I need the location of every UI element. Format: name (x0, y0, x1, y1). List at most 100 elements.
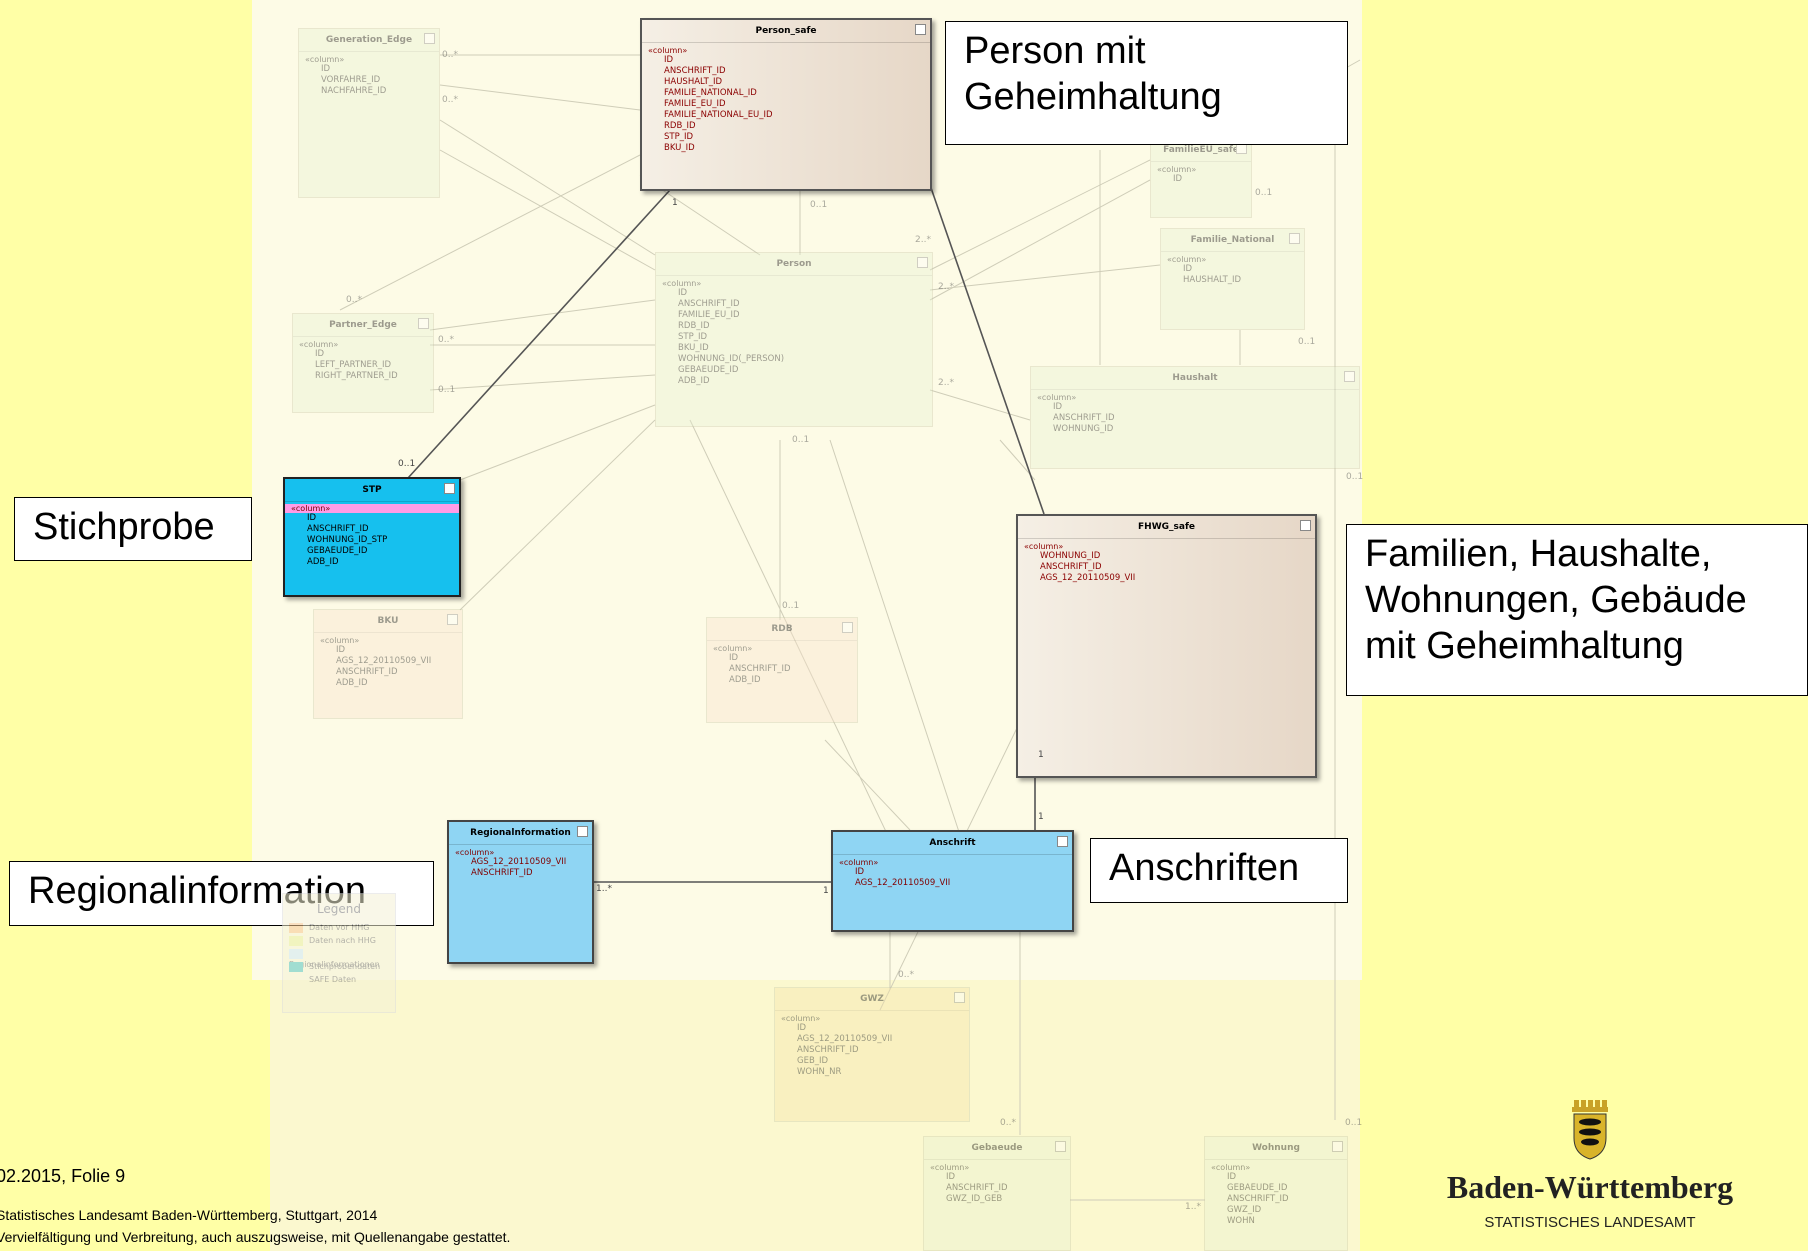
column: ANSCHRIFT_ID (307, 524, 369, 534)
legend-item: SAFE Daten (283, 974, 395, 987)
multiplicity-label: 0..1 (810, 200, 828, 210)
column: ANSCHRIFT_ID (678, 299, 740, 309)
entity-regionalinformation[interactable]: Regionalnformation «column» AGS_12_20110… (447, 820, 594, 964)
bku-stereotype: «column» (320, 636, 360, 645)
entity-person-safe[interactable]: Person_safe «column» ID ANSCHRIFT_ID HAU… (640, 18, 932, 191)
person-safe-stereotype: «column» (648, 46, 688, 55)
multiplicity-label: 2..* (938, 378, 954, 388)
callout-fhwg: Familien, Haushalte, Wohnungen, Gebäude … (1346, 524, 1808, 696)
column: GEBAEUDE_ID (307, 546, 368, 556)
stp-title: STP (362, 485, 382, 495)
anschrift-title: Anschrift (929, 838, 976, 848)
column: LEFT_PARTNER_ID (315, 360, 392, 370)
rdb-columns: ID ANSCHRIFT_ID ADB_ID (707, 653, 857, 686)
familieeu-safe-stereotype: «column» (1157, 165, 1197, 174)
column: GEBAEUDE_ID (678, 365, 739, 375)
callout-stichprobe: Stichprobe (14, 497, 252, 561)
multiplicity-label: 2..* (915, 235, 931, 245)
regionalinformation-columns: AGS_12_20110509_VII ANSCHRIFT_ID (449, 857, 592, 879)
multiplicity-label: 0..* (346, 295, 362, 305)
haushalt-title: Haushalt (1172, 373, 1218, 383)
table-icon (418, 318, 429, 329)
logo-name: Baden-Württemberg (1446, 1169, 1734, 1205)
multiplicity-label: 1..* (1185, 1202, 1201, 1212)
multiplicity-label: 1..* (596, 884, 612, 894)
person-title: Person (776, 259, 812, 269)
entity-familieeu-safe[interactable]: FamilieEU_safe «column» ID (1150, 138, 1252, 218)
column: HAUSHALT_ID (664, 77, 723, 87)
column: WOHNUNG_ID_STP (307, 535, 388, 545)
column: GWZ_ID_GEB (946, 1194, 1003, 1204)
column: RDB_ID (664, 121, 696, 131)
column: HAUSHALT_ID (1183, 275, 1242, 285)
entity-person[interactable]: Person «column» ID ANSCHRIFT_ID FAMILIE_… (655, 252, 933, 427)
anschrift-stereotype: «column» (839, 858, 879, 867)
entity-anschrift[interactable]: Anschrift «column» ID AGS_12_20110509_VI… (831, 830, 1074, 932)
entity-partner-edge[interactable]: Partner_Edge «column» ID LEFT_PARTNER_ID… (292, 313, 434, 413)
wohnung-title: Wohnung (1252, 1143, 1300, 1153)
table-icon (1057, 836, 1068, 847)
column: ANSCHRIFT_ID (1040, 562, 1102, 572)
column: ID (336, 645, 346, 655)
legend-item: Daten nach HHG (283, 935, 395, 948)
column: WOHNUNG_ID (1040, 551, 1101, 561)
column: ANSCHRIFT_ID (664, 66, 726, 76)
gwz-title: GWZ (860, 994, 884, 1004)
table-icon (842, 622, 853, 633)
entity-wohnung[interactable]: Wohnung «column» ID GEBAEUDE_ID ANSCHRIF… (1204, 1136, 1348, 1251)
column: RDB_ID (678, 321, 710, 331)
column: ID (1183, 264, 1193, 274)
person-stereotype: «column» (662, 279, 702, 288)
column: VORFAHRE_ID (321, 75, 381, 85)
column: ADB_ID (678, 376, 710, 386)
entity-rdb[interactable]: RDB «column» ID ANSCHRIFT_ID ADB_ID (706, 617, 858, 723)
legend-item: Daten vor HHG (283, 922, 395, 935)
familieeu-safe-columns: ID (1151, 174, 1251, 185)
reproduction-notice: Vervielfältigung und Verbreitung, auch a… (0, 1229, 511, 1245)
multiplicity-label: 0..1 (398, 459, 416, 469)
column: ID (664, 55, 674, 65)
familieeu-safe-title: FamilieEU_safe (1163, 145, 1239, 155)
entity-generation-edge[interactable]: Generation_Edge «column» ID VORFAHRE_ID … (298, 28, 440, 198)
entity-familie-national[interactable]: Familie_National «column» ID HAUSHALT_ID (1160, 228, 1305, 330)
legend-label: Stichprobendaten (309, 962, 381, 971)
table-icon (1332, 1141, 1343, 1152)
familie-national-stereotype: «column» (1167, 255, 1207, 264)
haushalt-columns: ID ANSCHRIFT_ID WOHNUNG_ID (1031, 402, 1359, 435)
gebaeude-columns: ID ANSCHRIFT_ID GWZ_ID_GEB (924, 1172, 1070, 1205)
column: WOHNUNG_ID (1053, 424, 1114, 434)
table-icon (444, 483, 455, 494)
generation-edge-stereotype: «column» (305, 55, 345, 64)
column: NACHFAHRE_ID (321, 86, 387, 96)
multiplicity-label: 0..1 (792, 435, 810, 445)
callout-anschriften: Anschriften (1090, 838, 1348, 903)
entity-haushalt[interactable]: Haushalt «column» ID ANSCHRIFT_ID WOHNUN… (1030, 366, 1360, 469)
entity-bku[interactable]: BKU «column» ID AGS_12_20110509_VII ANSC… (313, 609, 463, 719)
familie-national-title: Familie_National (1190, 235, 1275, 245)
column: ID (321, 64, 331, 74)
person-safe-columns: ID ANSCHRIFT_ID HAUSHALT_ID FAMILIE_NATI… (642, 55, 930, 154)
entity-gebaeude[interactable]: Gebaeude «column» ID ANSCHRIFT_ID GWZ_ID… (923, 1136, 1071, 1251)
column: RIGHT_PARTNER_ID (315, 371, 398, 381)
legend-label: Daten vor HHG (309, 923, 370, 932)
bku-columns: ID AGS_12_20110509_VII ANSCHRIFT_ID ADB_… (314, 645, 462, 689)
entity-fhwg-safe[interactable]: FHWG_safe «column» WOHNUNG_ID ANSCHRIFT_… (1016, 514, 1317, 778)
column: ADB_ID (729, 675, 761, 685)
table-icon (577, 826, 588, 837)
entity-gwz[interactable]: GWZ «column» ID AGS_12_20110509_VII ANSC… (774, 987, 970, 1122)
column: ID (315, 349, 325, 359)
column: ID (1173, 174, 1183, 184)
entity-stp[interactable]: STP «column» ID ANSCHRIFT_ID WOHNUNG_ID_… (283, 477, 461, 597)
column: FAMILIE_NATIONAL_EU_ID (664, 110, 773, 120)
column: FAMILIE_EU_ID (664, 99, 726, 109)
person-safe-title: Person_safe (755, 26, 817, 36)
column: ADB_ID (307, 557, 339, 567)
logo-subtitle: STATISTISCHES LANDESAMT (1484, 1214, 1696, 1231)
column: ID (797, 1023, 807, 1033)
column: ANSCHRIFT_ID (729, 664, 791, 674)
multiplicity-label: 1 (823, 886, 829, 896)
column: ID (855, 867, 865, 877)
multiplicity-label: 2..* (938, 282, 954, 292)
table-icon (954, 992, 965, 1003)
